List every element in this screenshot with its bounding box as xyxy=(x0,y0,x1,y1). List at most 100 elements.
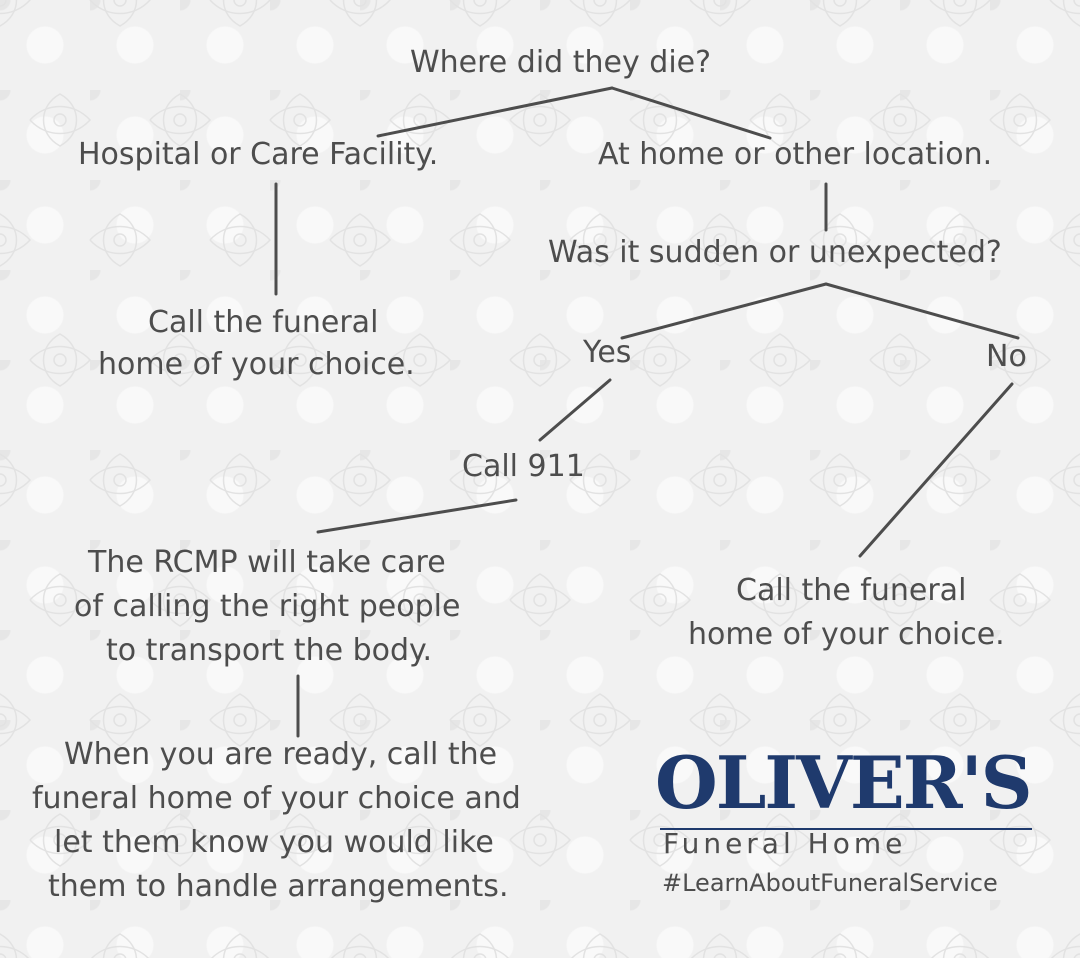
damask-ornament xyxy=(929,0,992,27)
answer-no: No xyxy=(986,339,1027,374)
damask-ornament xyxy=(209,0,272,27)
damask-ornament xyxy=(211,933,269,958)
brand-name: OLIVER'S xyxy=(655,740,1033,825)
connector-question-to-yes xyxy=(620,282,828,340)
damask-ornament xyxy=(389,333,452,387)
damask-ornament xyxy=(689,213,752,267)
damask-ornament xyxy=(989,93,1052,147)
damask-ornament xyxy=(1049,693,1080,747)
ready-line4: them to handle arrangements. xyxy=(48,869,509,904)
damask-ornament xyxy=(629,333,692,387)
damask-ornament xyxy=(749,333,812,387)
connector-root-to-home xyxy=(610,86,772,140)
damask-ornament xyxy=(329,0,392,27)
damask-ornament xyxy=(329,453,392,507)
damask-ornament xyxy=(811,933,869,958)
damask-ornament xyxy=(989,333,1052,387)
rcmp-line3: to transport the body. xyxy=(106,633,433,668)
damask-ornament xyxy=(331,933,389,958)
damask-ornament xyxy=(691,933,749,958)
damask-ornament xyxy=(931,933,989,958)
damask-ornament xyxy=(689,0,752,27)
brand-subtitle: Funeral Home xyxy=(663,827,907,860)
damask-ornament xyxy=(929,213,992,267)
damask-ornament xyxy=(149,93,212,147)
damask-ornament xyxy=(989,573,1052,627)
damask-ornament xyxy=(571,933,629,958)
damask-ornament xyxy=(269,573,332,627)
damask-ornament xyxy=(0,213,32,267)
damask-ornament xyxy=(809,0,872,27)
damask-ornament xyxy=(449,693,512,747)
damask-ornament xyxy=(809,693,872,747)
damask-ornament xyxy=(689,693,752,747)
damask-ornament xyxy=(569,213,632,267)
damask-ornament xyxy=(269,813,332,867)
ready-line1: When you are ready, call the xyxy=(64,737,498,772)
damask-ornament xyxy=(869,333,932,387)
damask-ornament xyxy=(0,693,32,747)
call-911: Call 911 xyxy=(462,449,585,484)
damask-ornament xyxy=(0,933,29,958)
damask-ornament xyxy=(149,813,212,867)
damask-ornament xyxy=(749,573,812,627)
damask-ornament xyxy=(149,573,212,627)
damask-ornament xyxy=(29,93,92,147)
damask-ornament xyxy=(929,693,992,747)
damask-ornament xyxy=(209,213,272,267)
damask-ornament xyxy=(89,693,152,747)
damask-ornament xyxy=(629,573,692,627)
damask-ornament xyxy=(29,573,92,627)
damask-ornament xyxy=(749,93,812,147)
damask-ornament xyxy=(389,573,452,627)
connector-question-to-no xyxy=(824,282,1020,340)
damask-ornament xyxy=(209,693,272,747)
damask-ornament xyxy=(389,813,452,867)
damask-ornament xyxy=(269,93,332,147)
root-question: Where did they die? xyxy=(410,45,712,80)
damask-ornament xyxy=(509,93,572,147)
connector-root-to-hospital xyxy=(376,86,614,138)
question-sudden: Was it sudden or unexpected? xyxy=(548,235,1002,270)
damask-ornament xyxy=(89,0,152,27)
damask-ornament xyxy=(209,453,272,507)
answer-yes: Yes xyxy=(583,335,632,370)
damask-ornament xyxy=(689,453,752,507)
no-action-line1: Call the funeral xyxy=(736,573,967,608)
damask-ornament xyxy=(569,0,632,27)
branch-home: At home or other location. xyxy=(598,137,993,172)
connector-no-to-action xyxy=(858,382,1014,558)
no-action-line2: home of your choice. xyxy=(688,617,1005,652)
ready-line2: funeral home of your choice and xyxy=(32,781,521,816)
damask-ornament xyxy=(1049,453,1080,507)
damask-ornament xyxy=(149,333,212,387)
damask-ornament xyxy=(569,693,632,747)
damask-ornament xyxy=(449,213,512,267)
damask-ornament xyxy=(809,453,872,507)
damask-ornament xyxy=(329,693,392,747)
damask-ornament xyxy=(91,933,149,958)
damask-ornament xyxy=(329,213,392,267)
damask-ornament xyxy=(869,573,932,627)
brand-hashtag: #LearnAboutFuneralService xyxy=(662,869,998,897)
hospital-action-line2: home of your choice. xyxy=(98,347,415,382)
rcmp-line1: The RCMP will take care xyxy=(88,545,446,580)
rcmp-line2: of calling the right people xyxy=(74,589,461,624)
damask-ornament xyxy=(449,0,512,27)
ready-line3: let them know you would like xyxy=(54,825,494,860)
damask-ornament xyxy=(1051,933,1080,958)
damask-ornament xyxy=(29,813,92,867)
connector-call911-to-rcmp xyxy=(316,498,518,534)
hospital-action-line1: Call the funeral xyxy=(148,305,379,340)
damask-ornament xyxy=(269,333,332,387)
damask-ornament xyxy=(89,453,152,507)
brand-rule xyxy=(660,828,1032,830)
connector-yes-to-call911 xyxy=(538,378,612,442)
damask-ornament xyxy=(509,333,572,387)
damask-ornament xyxy=(0,453,32,507)
damask-ornament xyxy=(1049,213,1080,267)
damask-ornament xyxy=(29,333,92,387)
